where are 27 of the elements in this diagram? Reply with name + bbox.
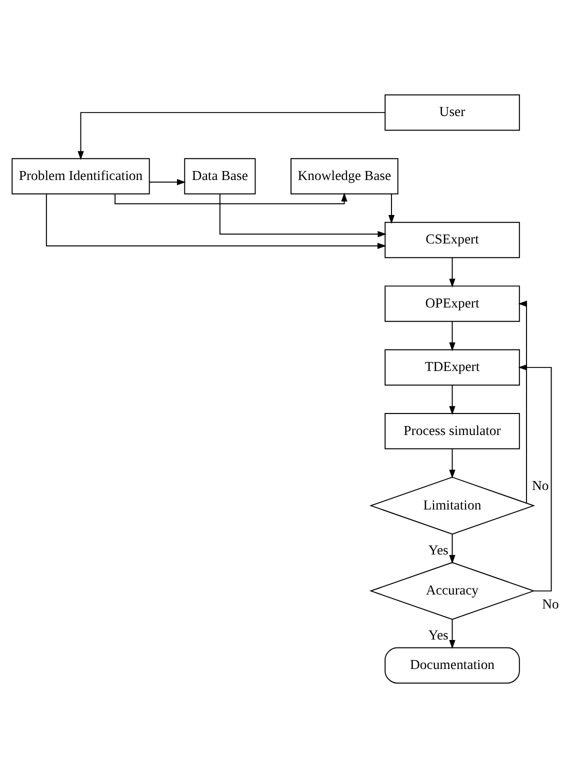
edge-label: No (542, 596, 559, 612)
arrow (149, 179, 186, 186)
node-box: CSExpert (384, 222, 520, 258)
arrow (449, 257, 456, 288)
node-diamond: Accuracy (369, 562, 536, 620)
arrow (388, 194, 395, 224)
node-box: User (384, 94, 520, 131)
arrow (518, 300, 528, 504)
node-box: OPExpert (384, 286, 520, 322)
arrow (114, 192, 348, 204)
arrow (219, 193, 387, 238)
edge-label: Yes (428, 542, 448, 558)
arrow (78, 112, 386, 160)
node-box: TDExpert (384, 349, 520, 386)
arrow (449, 384, 456, 415)
arrow (449, 619, 456, 649)
node-box: Process simulator (384, 413, 520, 450)
node-box: Problem Identification (12, 158, 150, 194)
node-box: Documentation (384, 647, 520, 684)
node-box: Knowledge Base (290, 158, 398, 194)
arrow (449, 534, 456, 564)
edge-label: Yes (428, 628, 448, 643)
arrow (46, 194, 386, 249)
arrow (518, 364, 552, 592)
arrow (449, 448, 456, 479)
node-box: Data Base (184, 158, 256, 194)
arrow (449, 320, 456, 352)
